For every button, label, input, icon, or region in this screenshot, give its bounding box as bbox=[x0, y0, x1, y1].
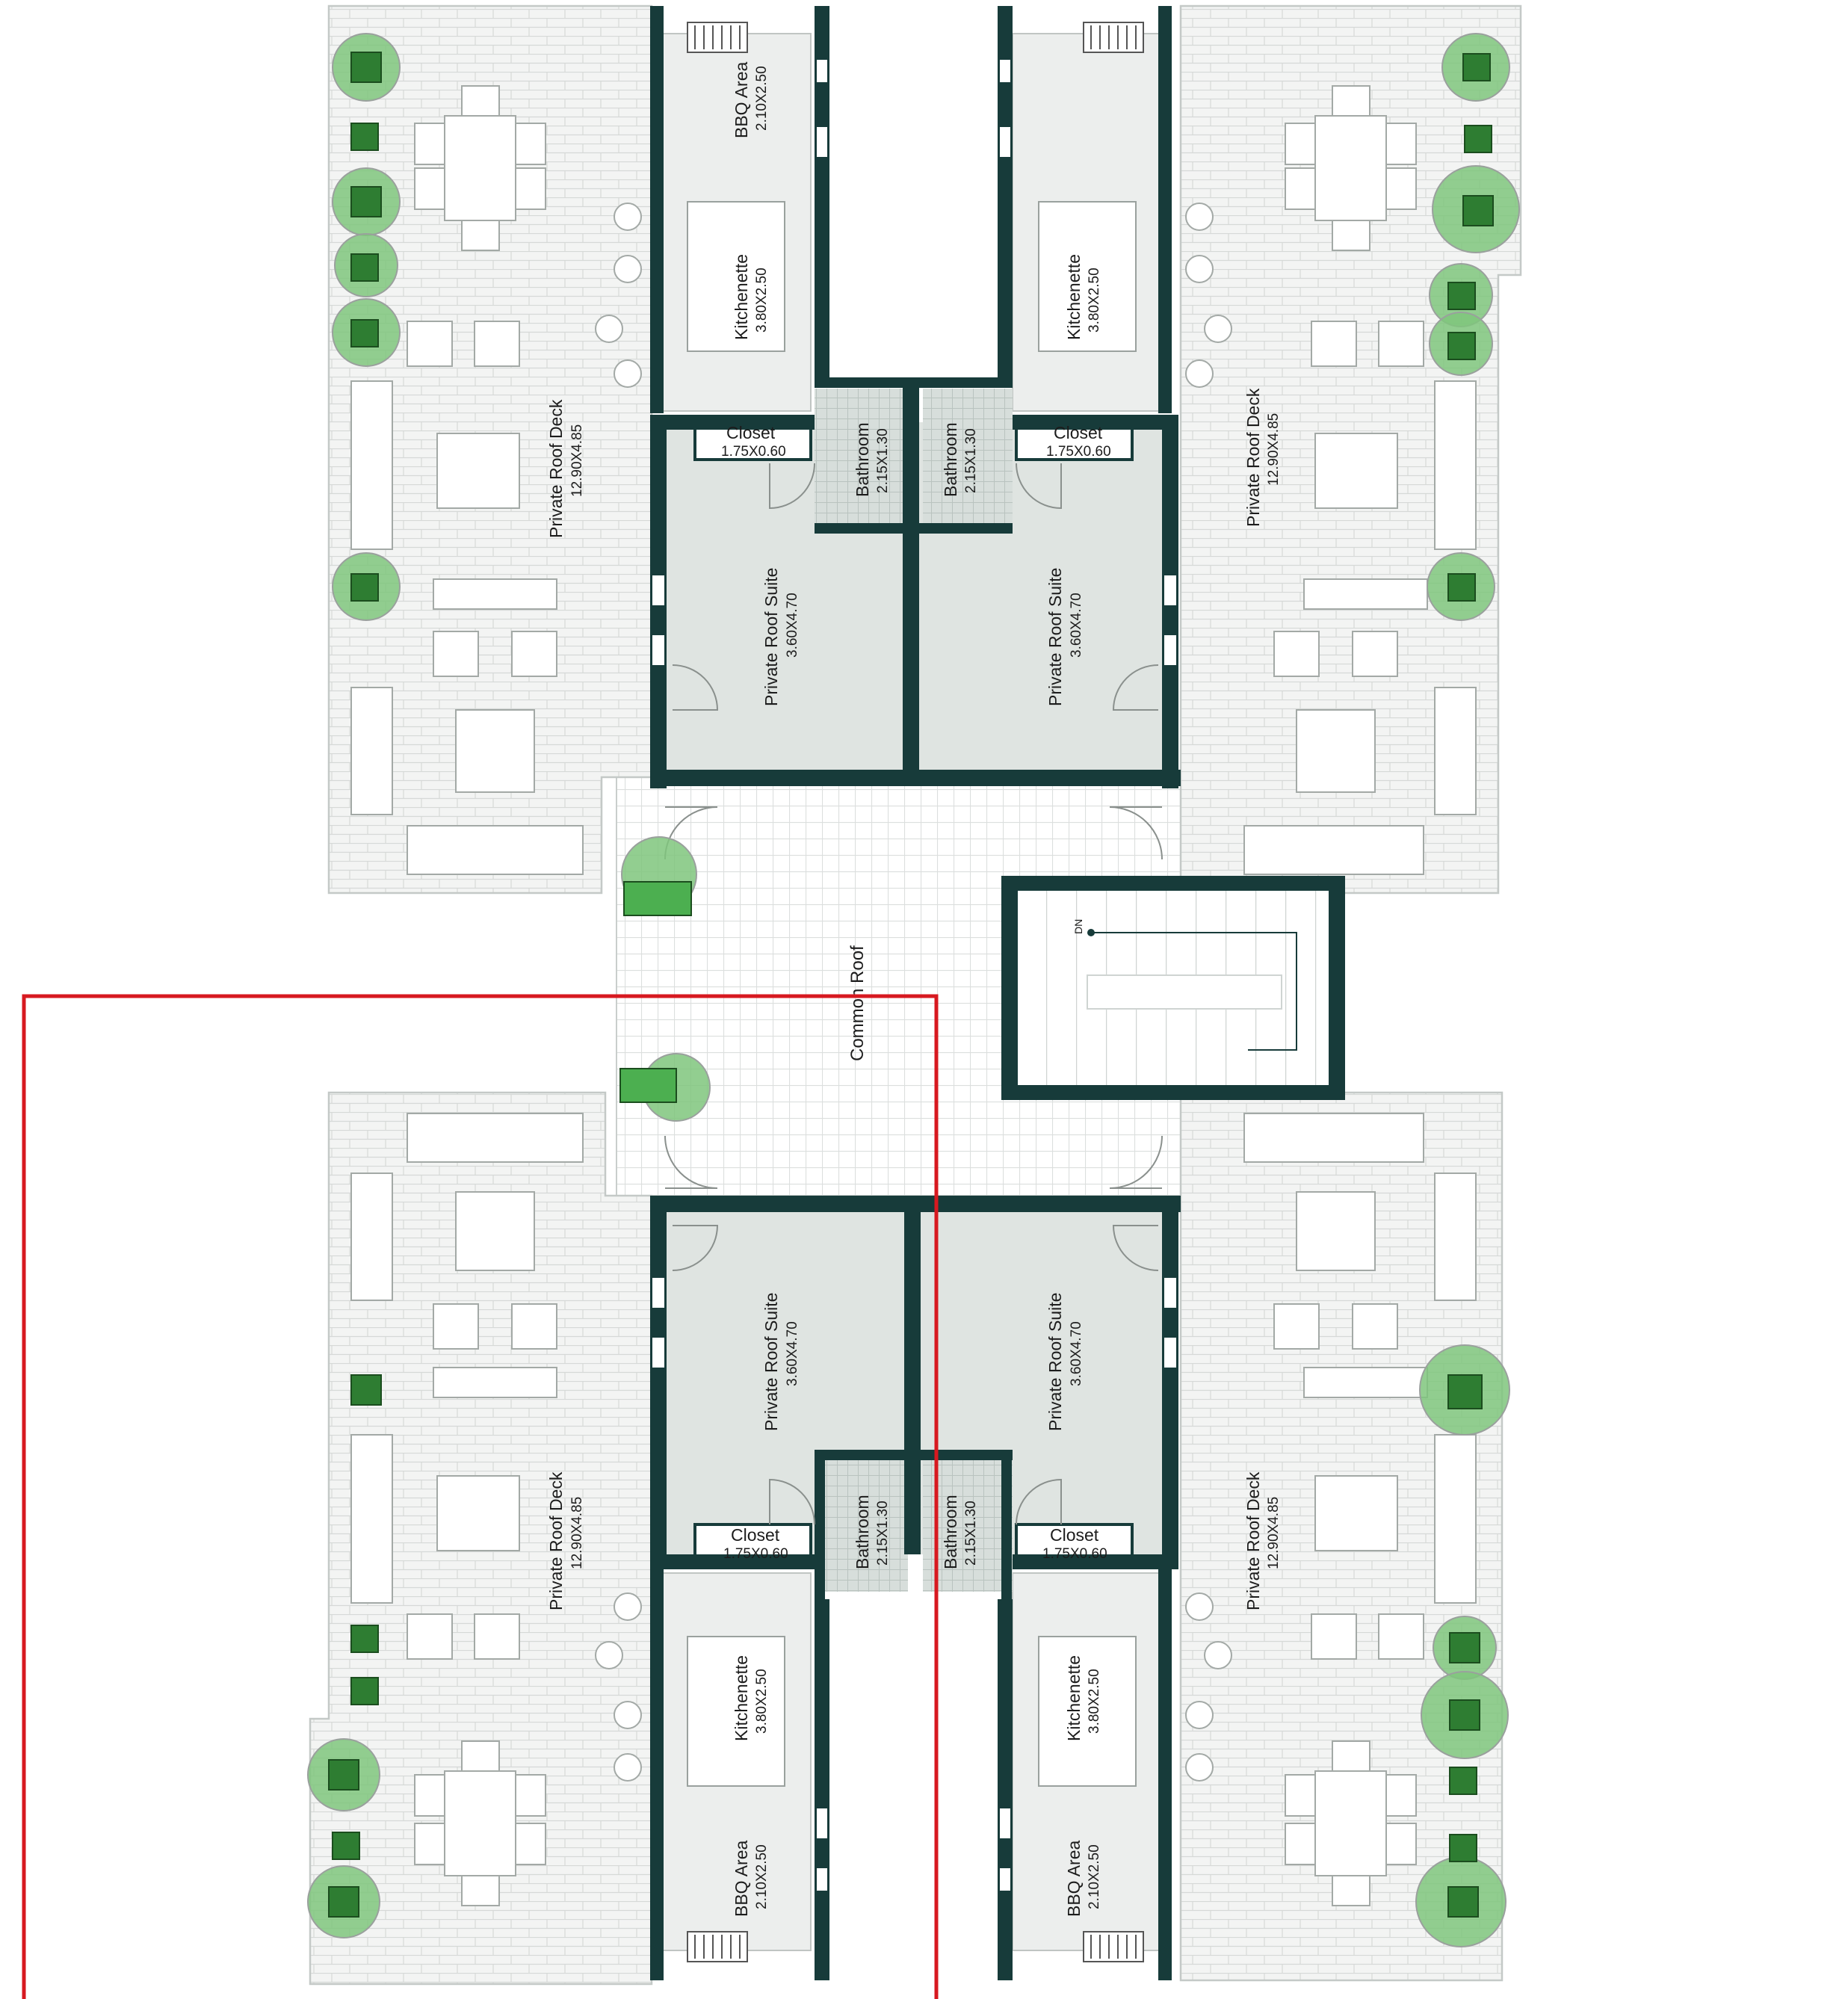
bbq-label-br: BBQ Area bbox=[1064, 1841, 1084, 1917]
common-roof-label: Common Roof bbox=[847, 945, 868, 1061]
deck-label-tl: Private Roof Deck bbox=[546, 399, 566, 538]
closet-label-tr: Closet bbox=[1054, 423, 1103, 442]
bbq-dim-tl: 2.10X2.50 bbox=[754, 66, 770, 131]
closet-dim-tl: 1.75X0.60 bbox=[721, 444, 786, 460]
room-labels: BBQ Area 2.10X2.50 Kitchenette 3.80X2.50… bbox=[546, 62, 1282, 1917]
kitchenette-label-tr: Kitchenette bbox=[1064, 254, 1084, 340]
bathroom-label-tr: Bathroom bbox=[941, 422, 960, 497]
kitchenette-label-tl: Kitchenette bbox=[732, 254, 751, 340]
kitchenette-label-br: Kitchenette bbox=[1064, 1655, 1084, 1741]
closet-label-bl: Closet bbox=[731, 1525, 780, 1545]
kitchenette-dim-bl: 3.80X2.50 bbox=[754, 1669, 770, 1734]
deck-dim-tl: 12.90X4.85 bbox=[569, 424, 585, 497]
suite-label-tl: Private Roof Suite bbox=[761, 568, 781, 706]
stair-down-label: DN bbox=[1072, 919, 1084, 934]
suite-dim-tl: 3.60X4.70 bbox=[785, 593, 800, 658]
deck-dim-br: 12.90X4.85 bbox=[1266, 1497, 1282, 1569]
bathroom-label-tl: Bathroom bbox=[853, 422, 872, 497]
door-swings bbox=[664, 463, 1163, 1525]
bathroom-dim-tr: 2.15X1.30 bbox=[963, 428, 979, 493]
window-openings bbox=[652, 60, 1176, 1891]
bbq-dim-bl: 2.10X2.50 bbox=[754, 1844, 770, 1909]
closet-dim-br: 1.75X0.60 bbox=[1042, 1546, 1107, 1562]
grill-bars bbox=[694, 25, 1137, 1959]
bbq-grills bbox=[687, 22, 1144, 1962]
deck-dim-bl: 12.90X4.85 bbox=[569, 1497, 585, 1569]
closet-label-tl: Closet bbox=[726, 423, 776, 442]
suite-dim-tr: 3.60X4.70 bbox=[1069, 593, 1084, 658]
stools bbox=[595, 203, 1232, 1782]
suite-label-tr: Private Roof Suite bbox=[1045, 568, 1065, 706]
deck-label-bl: Private Roof Deck bbox=[546, 1471, 566, 1610]
deck-label-tr: Private Roof Deck bbox=[1243, 388, 1263, 527]
bathroom-label-br: Bathroom bbox=[941, 1495, 960, 1569]
suite-dim-bl: 3.60X4.70 bbox=[785, 1321, 800, 1386]
plants bbox=[307, 33, 1520, 1947]
kitchenette-dim-tl: 3.80X2.50 bbox=[754, 268, 770, 333]
bathroom-dim-br: 2.15X1.30 bbox=[963, 1501, 979, 1566]
bbq-dim-br: 2.10X2.50 bbox=[1087, 1844, 1102, 1909]
kitchenette-label-bl: Kitchenette bbox=[732, 1655, 751, 1741]
furniture bbox=[350, 85, 1477, 1906]
bathroom-dim-tl: 2.15X1.30 bbox=[875, 428, 891, 493]
suite-dim-br: 3.60X4.70 bbox=[1069, 1321, 1084, 1386]
stair-core: DN bbox=[1001, 876, 1345, 1100]
highlight-frame bbox=[22, 994, 939, 1999]
suite-label-br: Private Roof Suite bbox=[1045, 1293, 1065, 1431]
kitchenette-counters bbox=[687, 201, 1137, 1787]
bbq-label-tl: BBQ Area bbox=[732, 62, 751, 138]
bathroom-dim-bl: 2.15X1.30 bbox=[875, 1501, 891, 1566]
closet-dim-tr: 1.75X0.60 bbox=[1046, 444, 1111, 460]
deck-dim-tr: 12.90X4.85 bbox=[1266, 413, 1282, 486]
kitchenette-dim-tr: 3.80X2.50 bbox=[1087, 268, 1102, 333]
kitchenette-dim-br: 3.80X2.50 bbox=[1087, 1669, 1102, 1734]
suite-label-bl: Private Roof Suite bbox=[761, 1293, 781, 1431]
deck-label-br: Private Roof Deck bbox=[1243, 1471, 1263, 1610]
bbq-label-bl: BBQ Area bbox=[732, 1841, 751, 1917]
closet-dim-bl: 1.75X0.60 bbox=[723, 1546, 788, 1562]
closet-label-br: Closet bbox=[1050, 1525, 1099, 1545]
bathroom-label-bl: Bathroom bbox=[853, 1495, 872, 1569]
